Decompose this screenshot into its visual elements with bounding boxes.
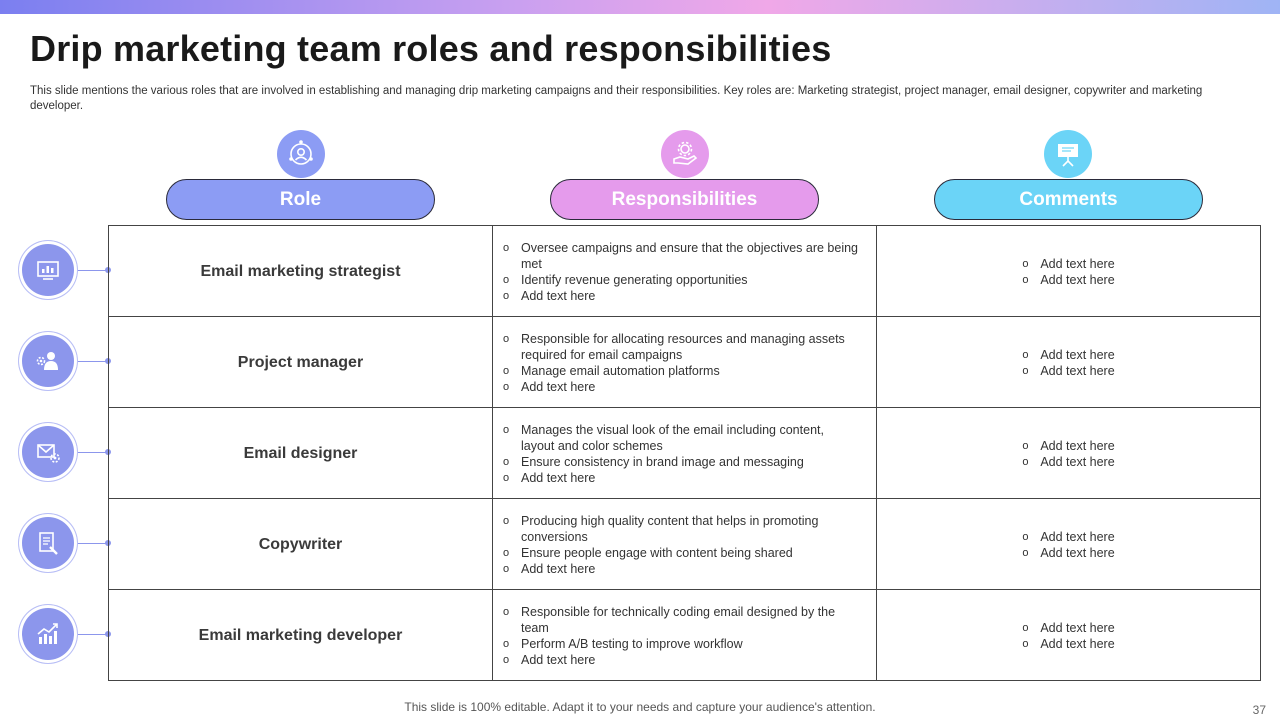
list-item: Ensure people engage with content being …: [503, 545, 858, 561]
list-item: Add text here: [1022, 636, 1114, 652]
list-item: Add text here: [503, 379, 858, 395]
list-item: Add text here: [1022, 256, 1114, 272]
list-item: Responsible for technically coding email…: [503, 604, 858, 636]
list-item: Perform A/B testing to improve workflow: [503, 636, 858, 652]
list-item: Identify revenue generating opportunitie…: [503, 272, 858, 288]
footer-note: This slide is 100% editable. Adapt it to…: [404, 700, 876, 714]
responsibilities-cell: Producing high quality content that help…: [493, 499, 877, 590]
connector-line: [76, 543, 108, 544]
comments-cell: Add text here Add text here: [877, 499, 1260, 590]
connector-line: [76, 452, 108, 453]
table-row: Email designer Manages the visual look o…: [109, 408, 1260, 499]
list-item: Add text here: [1022, 347, 1114, 363]
comments-cell: Add text here Add text here: [877, 226, 1260, 317]
list-item: Add text here: [1022, 454, 1114, 470]
list-item: Oversee campaigns and ensure that the ob…: [503, 240, 858, 272]
email-settings-icon: [19, 423, 77, 481]
user-cog-icon: [277, 130, 325, 178]
role-cell: Project manager: [109, 317, 493, 408]
list-item: Add text here: [1022, 620, 1114, 636]
comments-cell: Add text here Add text here: [877, 590, 1260, 681]
header-responsibilities: Responsibilities: [550, 179, 819, 220]
document-pen-icon: [19, 514, 77, 572]
header-role: Role: [166, 179, 435, 220]
responsibilities-cell: Responsible for technically coding email…: [493, 590, 877, 681]
slide-title: Drip marketing team roles and responsibi…: [30, 28, 832, 69]
connector-line: [76, 270, 108, 271]
list-item: Add text here: [503, 652, 858, 668]
table-row: Project manager Responsible for allocati…: [109, 317, 1260, 408]
connector-line: [76, 361, 108, 362]
responsibilities-cell: Manages the visual look of the email inc…: [493, 408, 877, 499]
list-item: Add text here: [1022, 272, 1114, 288]
list-item: Add text here: [503, 288, 858, 304]
dashboard-icon: [19, 241, 77, 299]
slide-subtitle: This slide mentions the various roles th…: [30, 85, 1203, 112]
list-item: Ensure consistency in brand image and me…: [503, 454, 858, 470]
role-cell: Email designer: [109, 408, 493, 499]
table-row: Copywriter Producing high quality conten…: [109, 499, 1260, 590]
growth-chart-icon: [19, 605, 77, 663]
header-comments: Comments: [934, 179, 1203, 220]
list-item: Producing high quality content that help…: [503, 513, 858, 545]
list-item: Add text here: [1022, 545, 1114, 561]
responsibilities-cell: Responsible for allocating resources and…: [493, 317, 877, 408]
manager-gear-icon: [19, 332, 77, 390]
list-item: Add text here: [1022, 438, 1114, 454]
presentation-board-icon: [1044, 130, 1092, 178]
connector-line: [76, 634, 108, 635]
gear-hand-icon: [661, 130, 709, 178]
list-item: Manages the visual look of the email inc…: [503, 422, 858, 454]
responsibilities-cell: Oversee campaigns and ensure that the ob…: [493, 226, 877, 317]
top-gradient-bar: [0, 0, 1280, 14]
list-item: Add text here: [1022, 529, 1114, 545]
comments-cell: Add text here Add text here: [877, 408, 1260, 499]
roles-table: Email marketing strategist Oversee campa…: [108, 225, 1261, 681]
role-cell: Copywriter: [109, 499, 493, 590]
table-row: Email marketing strategist Oversee campa…: [109, 226, 1260, 317]
list-item: Add text here: [503, 561, 858, 577]
page-number: 37: [1252, 703, 1266, 717]
role-cell: Email marketing developer: [109, 590, 493, 681]
list-item: Add text here: [1022, 363, 1114, 379]
table-row: Email marketing developer Responsible fo…: [109, 590, 1260, 681]
list-item: Add text here: [503, 470, 858, 486]
role-cell: Email marketing strategist: [109, 226, 493, 317]
list-item: Manage email automation platforms: [503, 363, 858, 379]
list-item: Responsible for allocating resources and…: [503, 331, 858, 363]
comments-cell: Add text here Add text here: [877, 317, 1260, 408]
